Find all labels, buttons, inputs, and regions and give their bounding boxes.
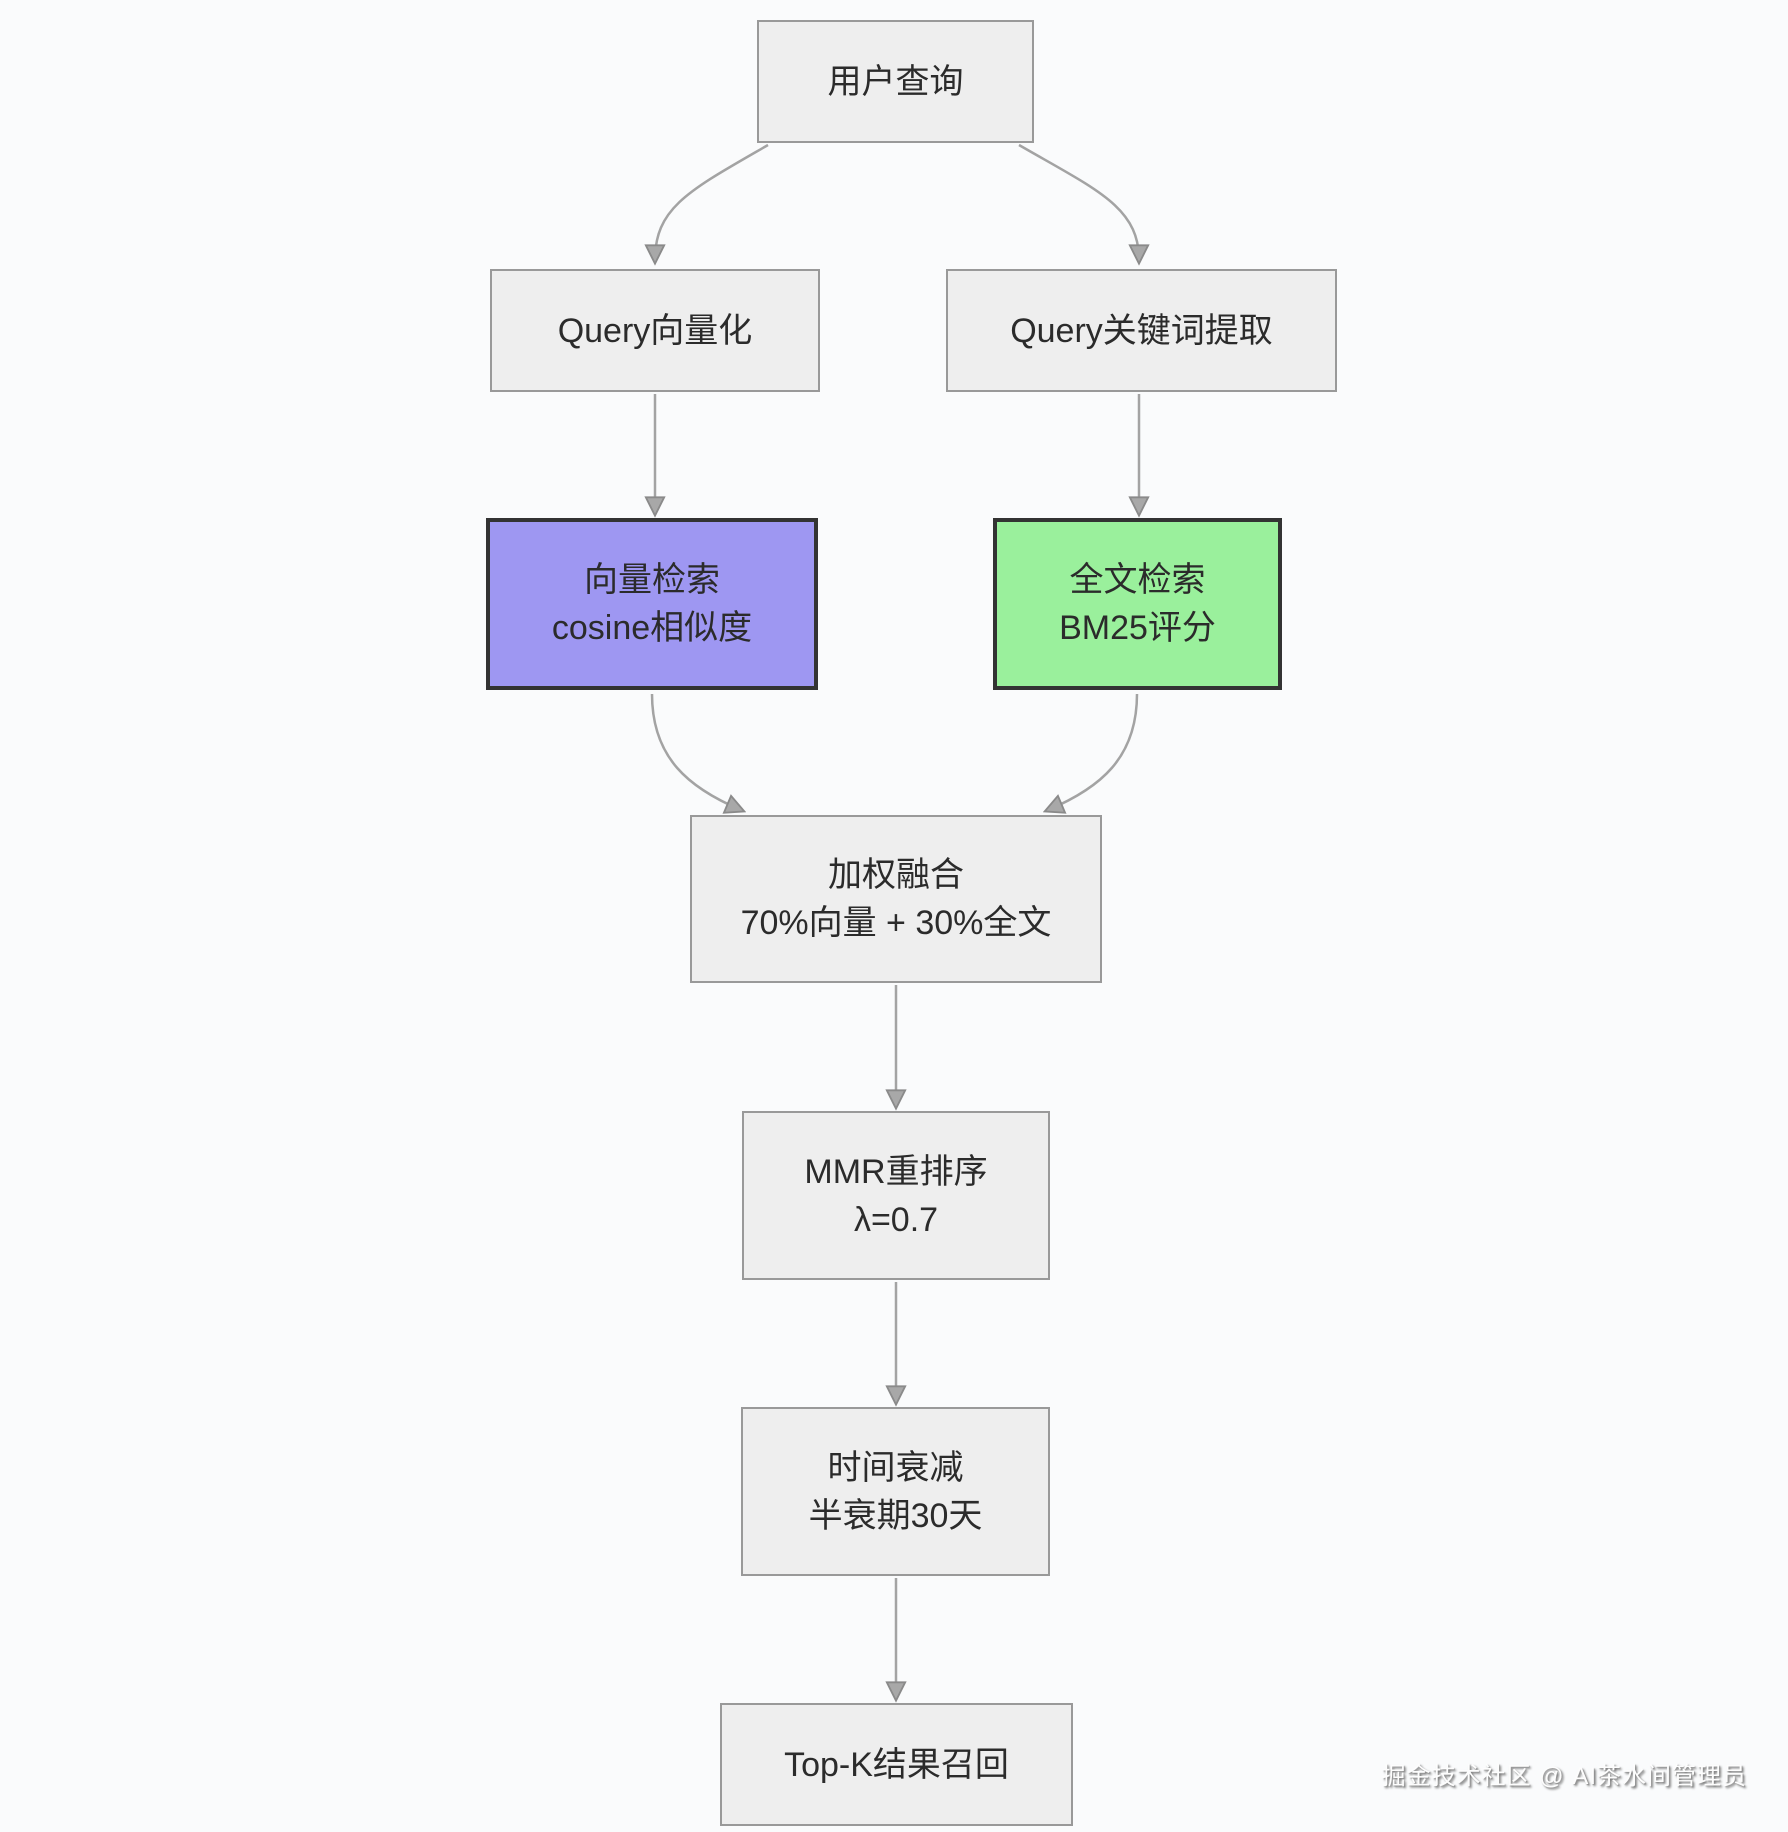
node-query-keywords: Query关键词提取 xyxy=(946,269,1337,392)
node-weighted-fusion-subtitle: 70%向量 + 30%全文 xyxy=(740,904,1052,942)
node-time-decay-subtitle: 半衰期30天 xyxy=(808,1496,983,1535)
node-topk-recall-label: Top-K结果召回 xyxy=(784,1745,1009,1784)
node-vector-search: 向量检索 cosine相似度 xyxy=(486,518,818,690)
node-fulltext-search-title: 全文检索 xyxy=(1069,561,1206,599)
watermark: 掘金技术社区 @ AI茶水间管理员 xyxy=(1381,1763,1747,1790)
edge-fulltextsearch-fusion xyxy=(1048,693,1139,810)
edge-vectorsearch-fusion xyxy=(650,693,741,810)
node-fulltext-search: 全文检索 BM25评分 xyxy=(993,518,1282,690)
edge-userquery-keywords xyxy=(1018,143,1139,260)
node-query-vectorize: Query向量化 xyxy=(490,269,820,392)
node-weighted-fusion-title: 加权融合 xyxy=(828,856,964,894)
node-mmr-rerank-subtitle: λ=0.7 xyxy=(853,1200,939,1239)
node-vector-search-title: 向量检索 xyxy=(584,561,720,599)
node-fulltext-search-subtitle: BM25评分 xyxy=(1059,609,1216,647)
node-time-decay-title: 时间衰减 xyxy=(827,1448,964,1487)
node-mmr-rerank: MMR重排序 λ=0.7 xyxy=(742,1111,1050,1280)
node-user-query-label: 用户查询 xyxy=(827,62,964,101)
node-topk-recall: Top-K结果召回 xyxy=(720,1703,1073,1826)
node-mmr-rerank-title: MMR重排序 xyxy=(804,1152,988,1191)
node-time-decay: 时间衰减 半衰期30天 xyxy=(741,1407,1050,1576)
node-query-keywords-label: Query关键词提取 xyxy=(1010,311,1273,350)
node-user-query: 用户查询 xyxy=(757,20,1034,143)
edge-userquery-vectorize xyxy=(655,143,769,260)
node-vector-search-subtitle: cosine相似度 xyxy=(551,609,753,647)
node-weighted-fusion: 加权融合 70%向量 + 30%全文 xyxy=(690,815,1102,983)
node-query-vectorize-label: Query向量化 xyxy=(557,311,753,350)
